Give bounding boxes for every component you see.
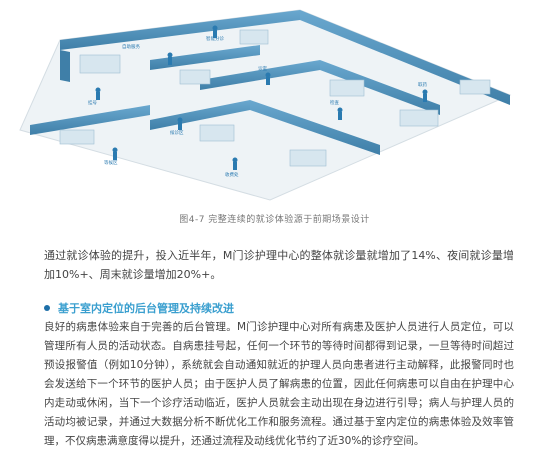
- paragraph-management: 良好的病患体验来自于完善的后台管理。M门诊护理中心对所有病患及医护人员进行人员定…: [44, 321, 514, 447]
- figure-label: 收费处: [225, 171, 239, 178]
- figure-caption: 图4-7 完整连续的就诊体验源于前期场景设计: [179, 215, 370, 225]
- section-heading: 基于室内定位的后台管理及持续改进: [44, 300, 234, 316]
- figure-label: 智能分诊: [206, 35, 224, 42]
- walls: [30, 10, 510, 155]
- bullet-icon: [44, 305, 50, 311]
- section-heading-text: 基于室内定位的后台管理及持续改进: [58, 302, 234, 315]
- figure-label: 挂号: [88, 99, 97, 106]
- figure-label: 检查: [330, 99, 339, 106]
- figure-label: 候诊区: [170, 129, 184, 136]
- people: [95, 25, 428, 170]
- figure-label: 等候区: [104, 159, 118, 166]
- figure-label: 自助服务: [122, 43, 140, 50]
- paragraph-results: 通过就诊体验的提升，投入近半年，M门诊护理中心的整体就诊量就增加了14%、夜间就…: [44, 249, 514, 281]
- clinic-isometric-illustration: 自助服务 智能分诊 诊室 检查 取药 挂号 候诊区 收费处 等候区: [19, 9, 512, 201]
- rooms: [59, 29, 491, 167]
- figure-label: 取药: [418, 81, 427, 88]
- figure-label: 诊室: [258, 65, 267, 72]
